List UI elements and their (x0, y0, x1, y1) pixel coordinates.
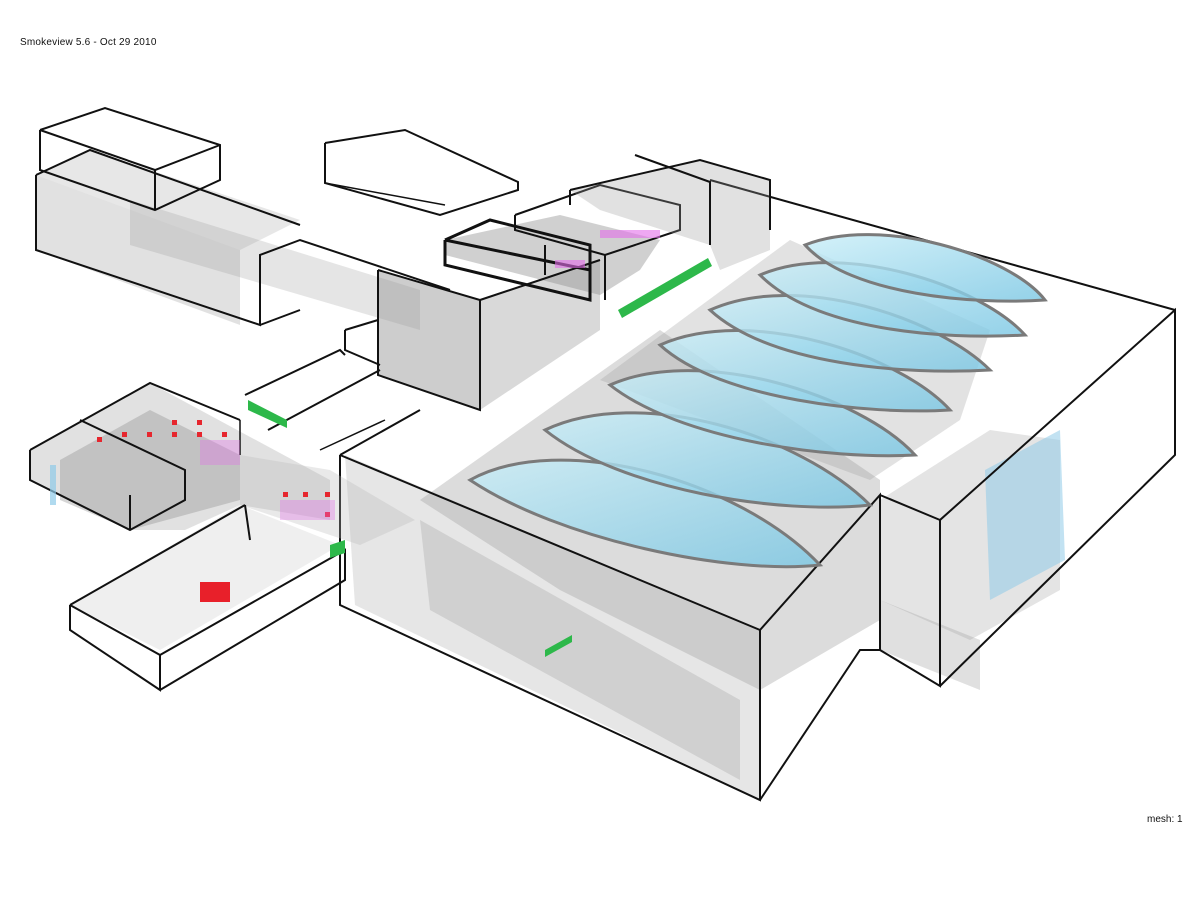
roof-vault-2 (542, 411, 874, 509)
vents[interactable] (248, 258, 712, 657)
upper-left-wing (35, 106, 519, 330)
roof-vault-7 (802, 233, 1048, 303)
mesh-indicator: mesh: 1 (1147, 814, 1183, 825)
vent-lower (330, 540, 345, 558)
vent-hall (545, 635, 572, 657)
app-title: Smokeview 5.6 - Oct 29 2010 (20, 37, 157, 48)
vent-bridge (248, 400, 287, 428)
fire-source[interactable] (200, 582, 230, 602)
fire-room (69, 504, 346, 692)
bridge-corridor (244, 348, 386, 451)
vent-roof (618, 258, 712, 318)
central-block (344, 154, 771, 412)
lower-left-wing (29, 381, 415, 545)
roof-vault-1 (467, 458, 824, 569)
